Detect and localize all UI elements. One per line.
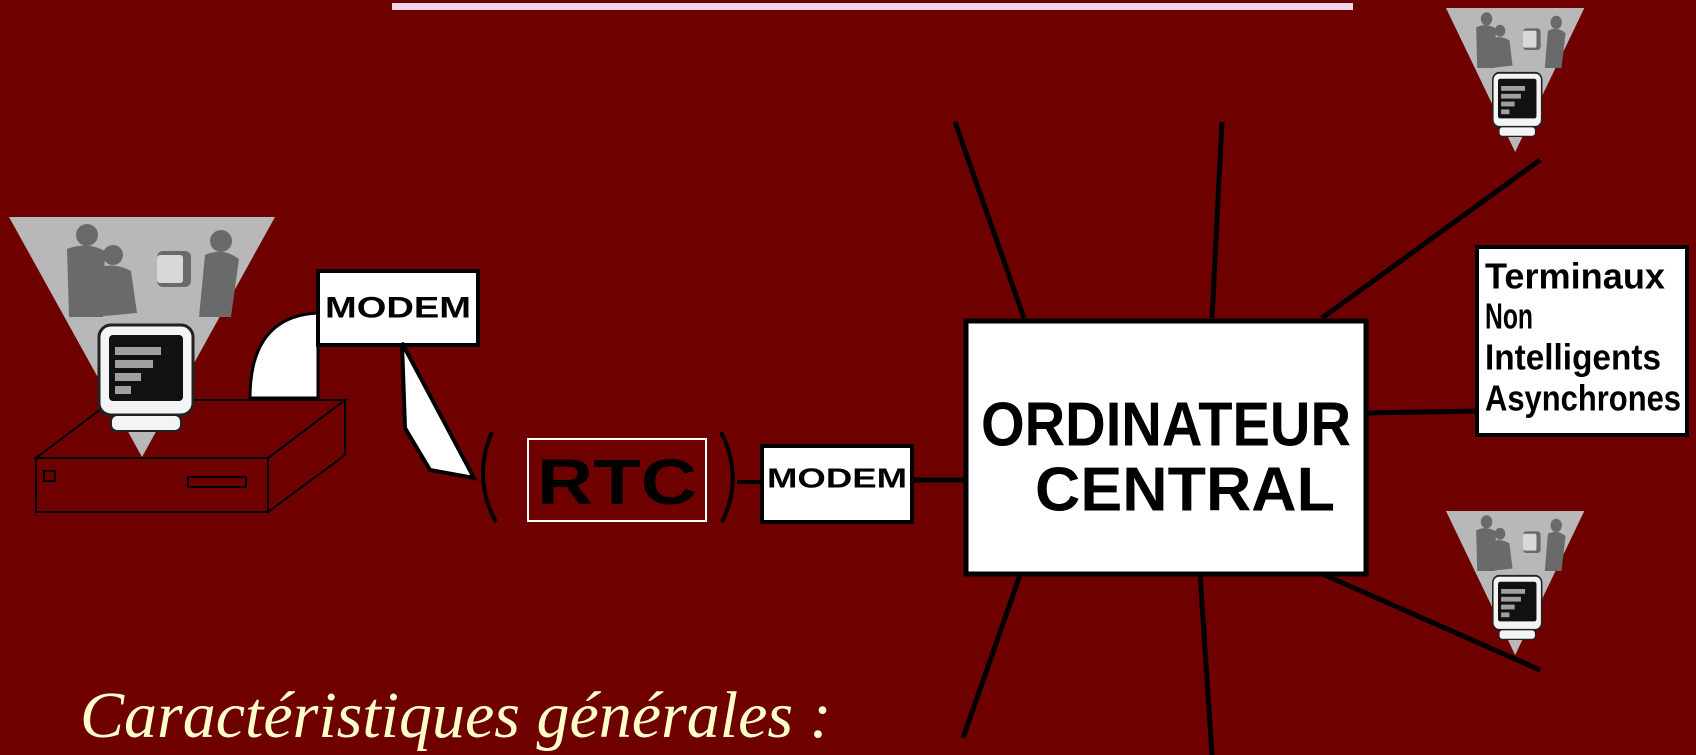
modem-left: MODEM	[316, 269, 480, 347]
caption: Caractéristiques générales :	[80, 679, 832, 752]
central-line1: ORDINATEUR	[981, 391, 1351, 460]
terminal-line-4: Asynchrones	[1485, 378, 1681, 419]
terminal-description-box: Terminaux Non Intelligents Asynchrones	[1475, 245, 1689, 437]
central-computer: ORDINATEUR CENTRAL	[963, 318, 1369, 577]
terminal-line-1: Terminaux	[1485, 256, 1665, 297]
modem-left-label: MODEM	[325, 292, 471, 325]
central-spokes	[952, 121, 1542, 755]
terminal-line-3: Intelligents	[1485, 337, 1661, 378]
line-modem-rtc	[400, 342, 478, 481]
modem-right-label: MODEM	[767, 463, 907, 494]
rtc-label: RTC	[537, 446, 697, 518]
cable-workstation-modem	[248, 311, 320, 400]
central-line2: CENTRAL	[1035, 456, 1335, 525]
user-group-terminal-icon	[1445, 510, 1586, 656]
title-underline	[392, 3, 1353, 10]
user-group-terminal-icon	[1445, 7, 1586, 153]
rtc-network: RTC	[481, 431, 735, 523]
workstation-icon	[33, 397, 348, 514]
modem-right: MODEM	[760, 444, 914, 524]
terminal-line-2: Non	[1485, 296, 1533, 337]
user-group-terminal-icon	[7, 215, 277, 459]
